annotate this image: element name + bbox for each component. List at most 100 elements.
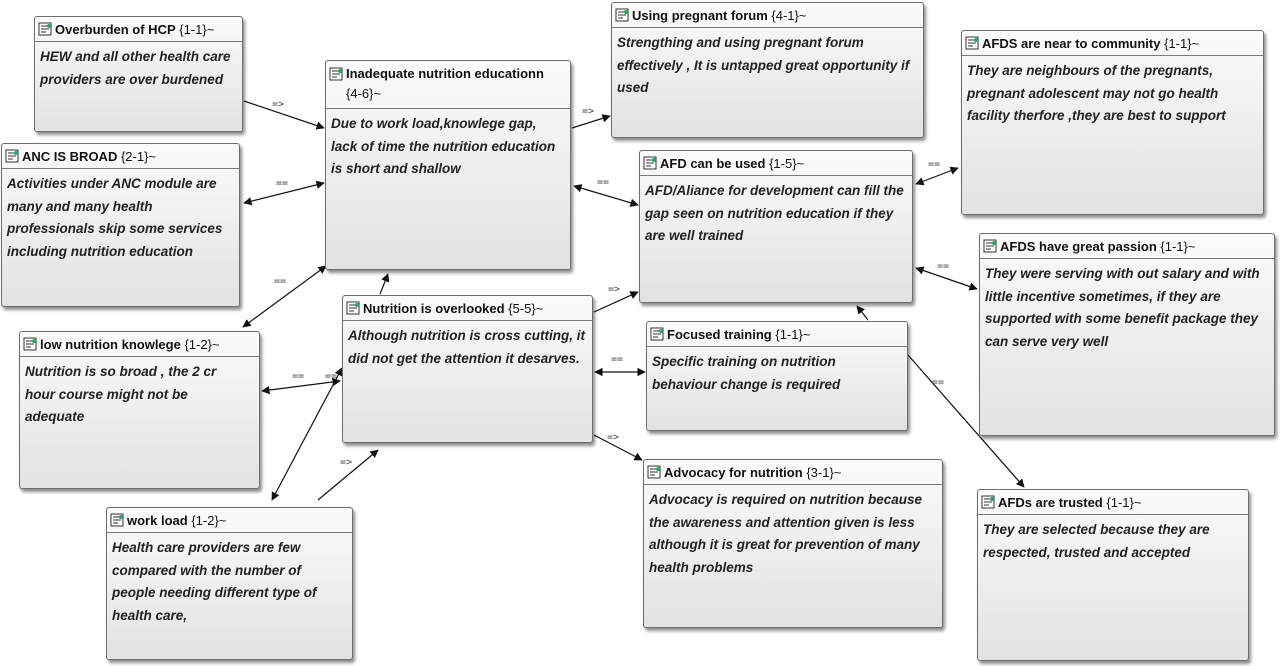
node-text: Strengthing and using pregnant forum eff… bbox=[617, 35, 910, 95]
node-text: They are selected because they are respe… bbox=[983, 522, 1210, 560]
relation-label: == bbox=[611, 354, 624, 365]
node-count: {3-1}~ bbox=[806, 464, 842, 480]
node-title: work load bbox=[127, 512, 188, 528]
node-title: AFDS are near to community bbox=[982, 35, 1161, 51]
node-header: AFDS have great passion {1-1}~ bbox=[980, 234, 1274, 259]
node-count: {1-1}~ bbox=[775, 326, 811, 342]
node-header: AFD can be used {1-5}~ bbox=[640, 151, 912, 176]
link-lowknow-overlooked bbox=[261, 377, 341, 395]
node-header: Nutrition is overlooked {5-5}~ bbox=[343, 296, 592, 321]
quotation-icon bbox=[23, 337, 37, 351]
relation-label: == bbox=[928, 159, 941, 170]
quotation-icon bbox=[346, 301, 360, 315]
relation-label: == bbox=[937, 261, 950, 272]
relation-label: => bbox=[340, 457, 353, 468]
node-afds-near[interactable]: AFDS are near to community {1-1}~ They a… bbox=[961, 30, 1264, 215]
node-text: They are neighbours of the pregnants, pr… bbox=[967, 63, 1226, 123]
node-count: {1-1}~ bbox=[1164, 35, 1200, 51]
link-workload-overlooked-cause bbox=[317, 449, 379, 501]
node-anc[interactable]: ANC IS BROAD {2-1}~ Activities under ANC… bbox=[1, 143, 240, 307]
link-lowknow-inadequate bbox=[242, 265, 327, 328]
node-header: ANC IS BROAD {2-1}~ bbox=[2, 144, 239, 169]
node-title: low nutrition knowlege bbox=[40, 336, 181, 352]
link-overlooked-inadequate bbox=[379, 273, 390, 295]
node-workload[interactable]: work load {1-2}~ Health care providers a… bbox=[106, 507, 353, 660]
node-header: Advocacy for nutrition {3-1}~ bbox=[644, 460, 942, 485]
node-title: AFD can be used bbox=[660, 155, 766, 171]
relation-label: => bbox=[607, 432, 620, 443]
quotation-icon bbox=[981, 495, 995, 509]
node-count: {1-5}~ bbox=[769, 155, 805, 171]
quotation-icon bbox=[983, 239, 997, 253]
quotation-icon bbox=[965, 36, 979, 50]
quotation-icon bbox=[38, 22, 52, 36]
node-title: ANC IS BROAD bbox=[22, 148, 118, 164]
node-inadequate-education[interactable]: Inadequate nutrition educationn{4-6}~ Du… bbox=[325, 60, 571, 270]
node-header: work load {1-2}~ bbox=[107, 508, 352, 533]
node-title: Overburden of HCP bbox=[55, 21, 176, 37]
node-text: Nutrition is so broad , the 2 cr hour co… bbox=[25, 364, 217, 424]
node-overburden[interactable]: Overburden of HCP {1-1}~ HEW and all oth… bbox=[34, 16, 243, 132]
link-inadequate-forum bbox=[571, 114, 611, 129]
quotation-icon bbox=[650, 327, 664, 341]
node-text: Activities under ANC module are many and… bbox=[7, 176, 223, 259]
link-afdused-passion bbox=[915, 266, 978, 291]
node-count: {1-1}~ bbox=[1106, 494, 1142, 510]
node-pregnant-forum[interactable]: Using pregnant forum {4-1}~ Strengthing … bbox=[611, 2, 924, 138]
node-afd-used[interactable]: AFD can be used {1-5}~ AFD/Aliance for d… bbox=[639, 150, 913, 303]
relation-label: == bbox=[274, 276, 287, 287]
node-afds-trusted[interactable]: AFDs are trusted {1-1}~ They are selecte… bbox=[977, 489, 1249, 661]
node-advocacy[interactable]: Advocacy for nutrition {3-1}~ Advocacy i… bbox=[643, 459, 943, 628]
node-text: They were serving with out salary and wi… bbox=[985, 266, 1260, 349]
node-count: {1-1}~ bbox=[1160, 238, 1196, 254]
node-title: AFDS have great passion bbox=[1000, 238, 1157, 254]
node-header: AFDS are near to community {1-1}~ bbox=[962, 31, 1263, 56]
node-header: AFDs are trusted {1-1}~ bbox=[978, 490, 1248, 515]
node-low-knowledge[interactable]: low nutrition knowlege {1-2}~ Nutrition … bbox=[19, 331, 260, 489]
node-count: {1-2}~ bbox=[191, 512, 227, 528]
node-title: Inadequate nutrition educationn bbox=[346, 66, 544, 81]
quotation-icon bbox=[5, 149, 19, 163]
quotation-icon bbox=[615, 8, 629, 22]
relation-label: == bbox=[276, 178, 289, 189]
node-count: {1-1}~ bbox=[179, 21, 215, 37]
link-anc-inadequate bbox=[243, 180, 325, 206]
node-title: Focused training bbox=[667, 326, 772, 342]
node-count: {4-1}~ bbox=[771, 7, 807, 23]
node-count: {1-2}~ bbox=[184, 336, 220, 352]
node-afds-passion[interactable]: AFDS have great passion {1-1}~ They were… bbox=[979, 233, 1275, 436]
quotation-icon bbox=[329, 67, 343, 81]
quotation-icon bbox=[110, 513, 124, 527]
relation-label: == bbox=[932, 377, 945, 388]
link-workload-overlooked bbox=[271, 367, 343, 501]
link-training-afdused bbox=[856, 305, 869, 321]
node-header: Overburden of HCP {1-1}~ bbox=[35, 17, 242, 42]
node-title: Nutrition is overlooked bbox=[363, 300, 505, 316]
relation-label: => bbox=[582, 106, 595, 117]
node-header: Using pregnant forum {4-1}~ bbox=[612, 3, 923, 28]
node-text: AFD/Aliance for development can fill the… bbox=[645, 183, 904, 243]
node-count: {2-1}~ bbox=[120, 148, 157, 164]
quotation-icon bbox=[643, 156, 657, 170]
relation-label: => bbox=[608, 284, 621, 295]
node-header: Focused training {1-1}~ bbox=[647, 322, 907, 347]
node-nutrition-overlooked[interactable]: Nutrition is overlooked {5-5}~ Although … bbox=[342, 295, 593, 443]
node-title: Advocacy for nutrition bbox=[664, 464, 803, 480]
relation-label: == bbox=[292, 371, 305, 382]
node-text: Specific training on nutrition behaviour… bbox=[652, 354, 841, 392]
link-overburden-inadequate bbox=[243, 100, 325, 130]
relation-label: == bbox=[325, 371, 338, 382]
relation-label: == bbox=[597, 177, 610, 188]
node-text: HEW and all other health care providers … bbox=[40, 49, 231, 87]
link-afdused-near bbox=[915, 166, 959, 186]
node-header: Inadequate nutrition educationn {4-6}~ bbox=[326, 61, 570, 109]
node-focused-training[interactable]: Focused training {1-1}~ Specific trainin… bbox=[646, 321, 908, 431]
node-text: Although nutrition is cross cutting, it … bbox=[348, 328, 585, 366]
link-training-trusted bbox=[907, 354, 1025, 488]
link-inadequate-afdused bbox=[573, 184, 639, 207]
node-count: {5-5}~ bbox=[508, 300, 544, 316]
node-title: AFDs are trusted bbox=[998, 494, 1103, 510]
node-text: Advocacy is required on nutrition becaus… bbox=[649, 492, 923, 575]
node-count: {4-6}~ bbox=[346, 86, 382, 101]
